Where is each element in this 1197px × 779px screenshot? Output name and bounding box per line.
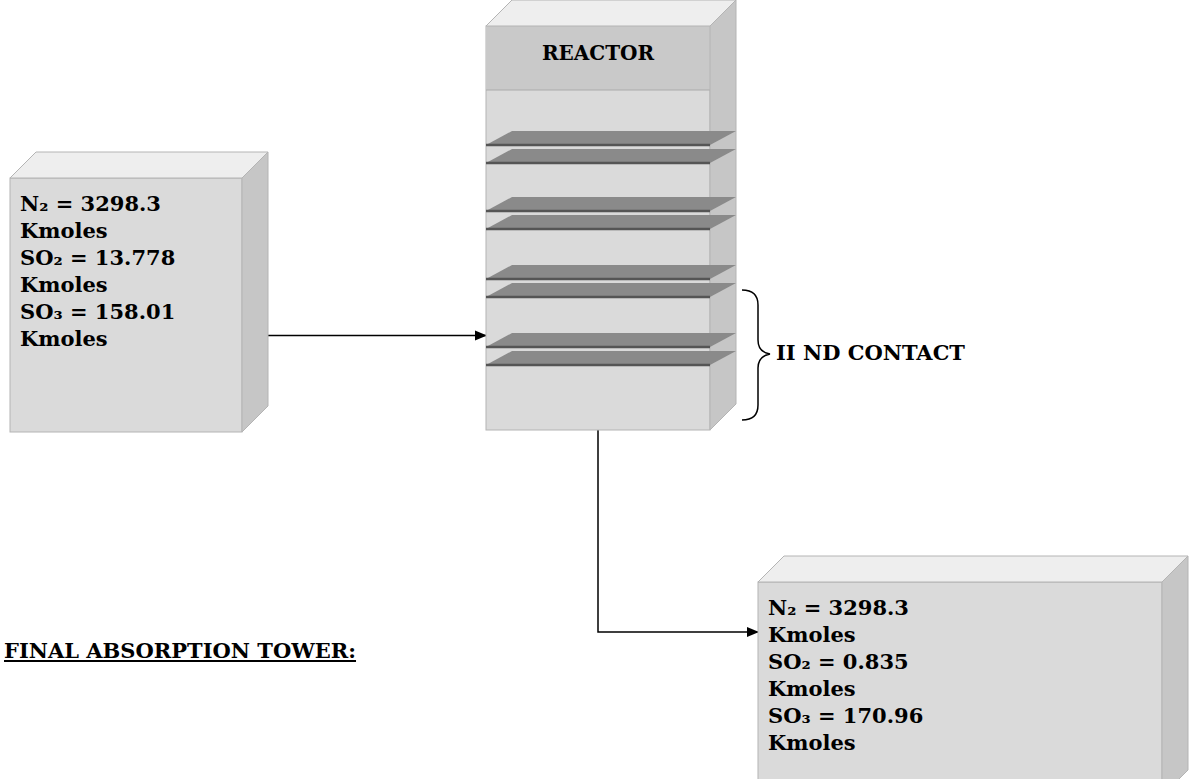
catalyst-tray — [486, 197, 736, 211]
box-content: N₂ = 3298.3 KmolesSO₂ = 13.778 KmolesSO₃… — [10, 152, 242, 352]
catalyst-tray-edge — [486, 210, 710, 213]
catalyst-tray — [486, 215, 736, 229]
stream-quantity: SO₃ = 158.01 Kmoles — [20, 298, 240, 352]
catalyst-tray-edge — [486, 296, 710, 299]
flow-arrow — [255, 335, 486, 337]
flow-arrow — [598, 430, 758, 632]
box-content: N₂ = 3298.3 KmolesSO₂ = 0.835 KmolesSO₃ … — [758, 556, 1162, 756]
front-face — [486, 26, 710, 430]
top-face — [10, 152, 268, 178]
stream-quantity: SO₂ = 0.835 Kmoles — [768, 648, 983, 702]
catalyst-tray-edge — [486, 278, 710, 281]
catalyst-tray — [486, 265, 736, 279]
catalyst-tray-edge — [486, 144, 710, 147]
top-face — [758, 556, 1188, 582]
stream-quantity: SO₂ = 13.778 Kmoles — [20, 244, 240, 298]
reactor-column: REACTOR — [486, 0, 736, 430]
catalyst-tray — [486, 283, 736, 297]
front-face — [758, 582, 1162, 779]
reactor-title: REACTOR — [486, 40, 710, 67]
stream-quantity: N₂ = 3298.3 Kmoles — [20, 190, 240, 244]
front-face — [10, 178, 242, 432]
box-content: REACTOR — [486, 0, 710, 67]
catalyst-tray — [486, 351, 736, 365]
side-face — [1162, 556, 1188, 779]
catalyst-tray — [486, 333, 736, 347]
stream-quantity: N₂ = 3298.3 Kmoles — [768, 594, 983, 648]
stream-box: N₂ = 3298.3 KmolesSO₂ = 13.778 KmolesSO₃… — [10, 152, 268, 432]
catalyst-tray-edge — [486, 346, 710, 349]
catalyst-tray — [486, 149, 736, 163]
contact-bracket — [742, 290, 770, 420]
catalyst-tray — [486, 131, 736, 145]
top-face — [486, 0, 736, 26]
stream-quantity: SO₃ = 170.96 Kmoles — [768, 702, 983, 756]
bracket-label: II ND CONTACT — [776, 340, 965, 365]
catalyst-tray-edge — [486, 162, 710, 165]
stream-box: N₂ = 3298.3 KmolesSO₂ = 0.835 KmolesSO₃ … — [758, 556, 1188, 779]
reactor-head-edge — [486, 90, 710, 91]
reactor-head — [486, 26, 710, 90]
side-face — [242, 152, 268, 432]
catalyst-tray-edge — [486, 364, 710, 367]
catalyst-tray-edge — [486, 228, 710, 231]
section-heading: FINAL ABSORPTION TOWER: — [4, 638, 356, 663]
